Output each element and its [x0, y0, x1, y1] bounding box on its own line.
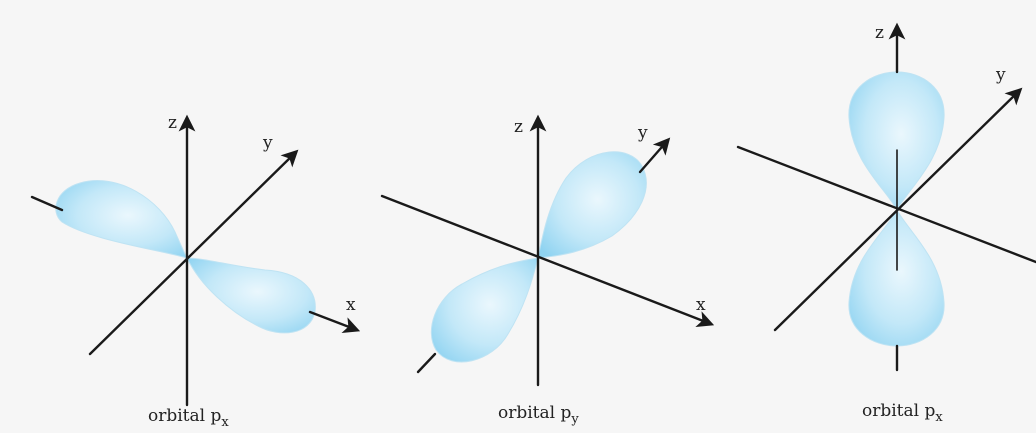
px-lobe-left	[56, 181, 187, 258]
py-lobe-lower	[431, 258, 538, 362]
py-y-label: y	[637, 123, 648, 143]
panel-py: z y x orbital py	[382, 117, 711, 427]
py-z-label: z	[514, 117, 523, 137]
pz-caption-main: orbital p	[862, 401, 935, 421]
panel-pz: z y orbital px	[738, 23, 1036, 425]
px-y-label: y	[262, 133, 273, 153]
px-caption: orbital px	[148, 406, 229, 430]
py-caption-main: orbital p	[498, 403, 571, 423]
px-caption-sub: x	[221, 415, 229, 430]
py-lobe-upper	[538, 152, 646, 258]
py-y-axis	[640, 140, 668, 172]
px-caption-main: orbital p	[148, 406, 221, 426]
pz-caption-sub: x	[935, 410, 943, 425]
px-lobe-right	[187, 258, 315, 333]
px-z-label: z	[168, 113, 177, 133]
py-x-axis	[382, 196, 711, 324]
py-y-axis-back	[418, 354, 435, 372]
py-caption: orbital py	[498, 403, 579, 427]
px-x-label: x	[346, 295, 356, 315]
py-caption-sub: y	[570, 412, 579, 427]
panel-px: z y x orbital px	[32, 113, 357, 430]
pz-y-label: y	[995, 65, 1006, 85]
pz-z-label: z	[875, 23, 884, 43]
pz-caption: orbital px	[862, 401, 943, 425]
py-x-label: x	[696, 295, 706, 315]
